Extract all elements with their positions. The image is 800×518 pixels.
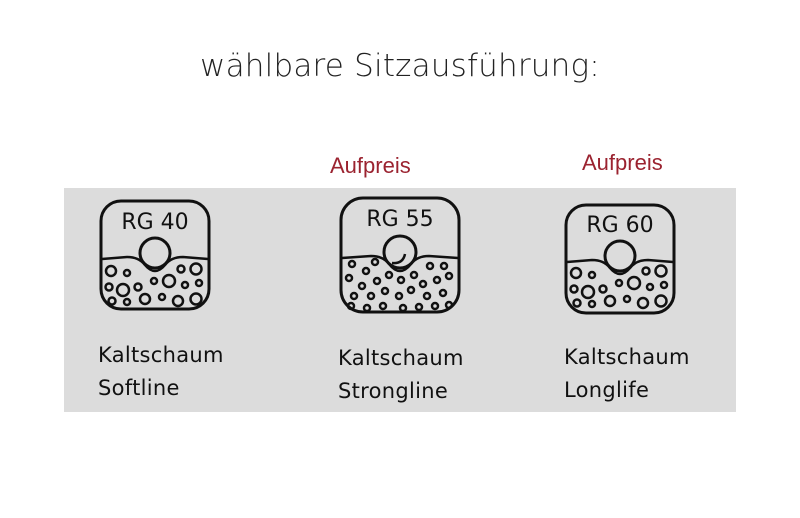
page-title: wählbare Sitzausführung: [200, 48, 600, 84]
foam-type: Kaltschaum [564, 345, 690, 369]
surcharge-label-rg55: Aufpreis [330, 153, 411, 178]
foam-density-icon: RG 40 [99, 199, 211, 311]
foam-line: Softline [98, 376, 180, 400]
foam-type: Kaltschaum [98, 343, 224, 367]
foam-density-icon: RG 55 [339, 196, 461, 314]
surcharge-label-rg60: Aufpreis [582, 150, 663, 175]
foam-density-icon: RG 60 [564, 203, 676, 315]
option-label-rg55: Kaltschaum Strongline [338, 342, 464, 408]
option-label-rg40: Kaltschaum Softline [98, 339, 224, 405]
option-label-rg60: Kaltschaum Longlife [564, 341, 690, 407]
foam-type: Kaltschaum [338, 346, 464, 370]
grade-label: RG 60 [586, 213, 653, 238]
foam-line: Longlife [564, 378, 650, 402]
grade-label: RG 40 [121, 210, 188, 235]
foam-line: Strongline [338, 379, 449, 403]
grade-label: RG 55 [366, 207, 433, 232]
